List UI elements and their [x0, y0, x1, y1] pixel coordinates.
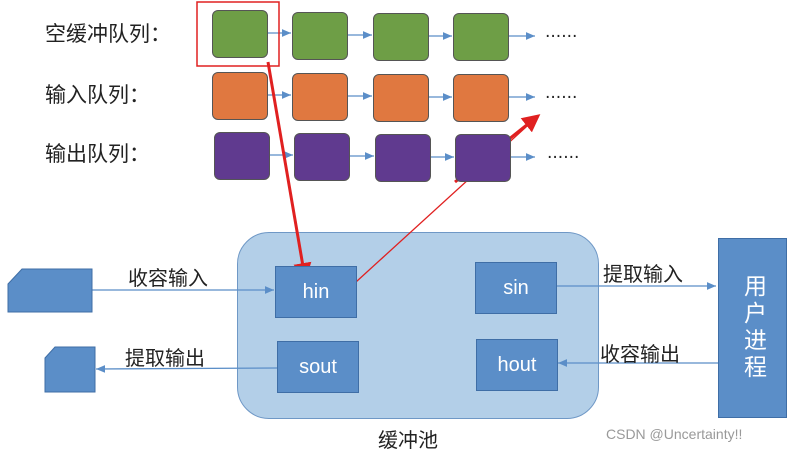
input-buffer — [373, 74, 429, 122]
ellipsis: ...... — [545, 83, 578, 103]
highlight-box — [196, 1, 280, 67]
output-buffer — [214, 132, 270, 180]
empty-queue-label: 空缓冲队列： — [45, 22, 171, 46]
hout-node: hout — [476, 339, 558, 391]
sin-node: sin — [475, 262, 557, 314]
input-buffer — [212, 72, 268, 120]
output-queue-label: 输出队列： — [45, 142, 150, 166]
user-process: 用户进程 — [718, 238, 787, 418]
input-queue-label: 输入队列： — [45, 83, 150, 107]
ellipsis: ...... — [547, 143, 580, 163]
ellipsis: ...... — [545, 22, 578, 42]
sout-node: sout — [277, 341, 359, 393]
empty-buffer — [373, 13, 429, 61]
input-buffer — [292, 73, 348, 121]
empty-buffer — [212, 10, 268, 58]
output-buffer — [455, 134, 511, 182]
watermark: CSDN @Uncertainty!! — [606, 426, 743, 442]
empty-buffer — [453, 13, 509, 61]
output-buffer — [294, 133, 350, 181]
extract-output-label: 提取输出 — [125, 346, 205, 370]
output-buffer — [375, 134, 431, 182]
empty-buffer — [292, 12, 348, 60]
input-device-icon — [7, 268, 93, 313]
pool-label: 缓冲池 — [378, 428, 438, 452]
collect-output-label: 收容输出 — [600, 342, 680, 366]
input-buffer — [453, 74, 509, 122]
extract-input-label: 提取输入 — [603, 262, 683, 286]
collect-input-label: 收容输入 — [128, 266, 208, 290]
hin-node: hin — [275, 266, 357, 318]
output-device-icon — [44, 346, 96, 393]
